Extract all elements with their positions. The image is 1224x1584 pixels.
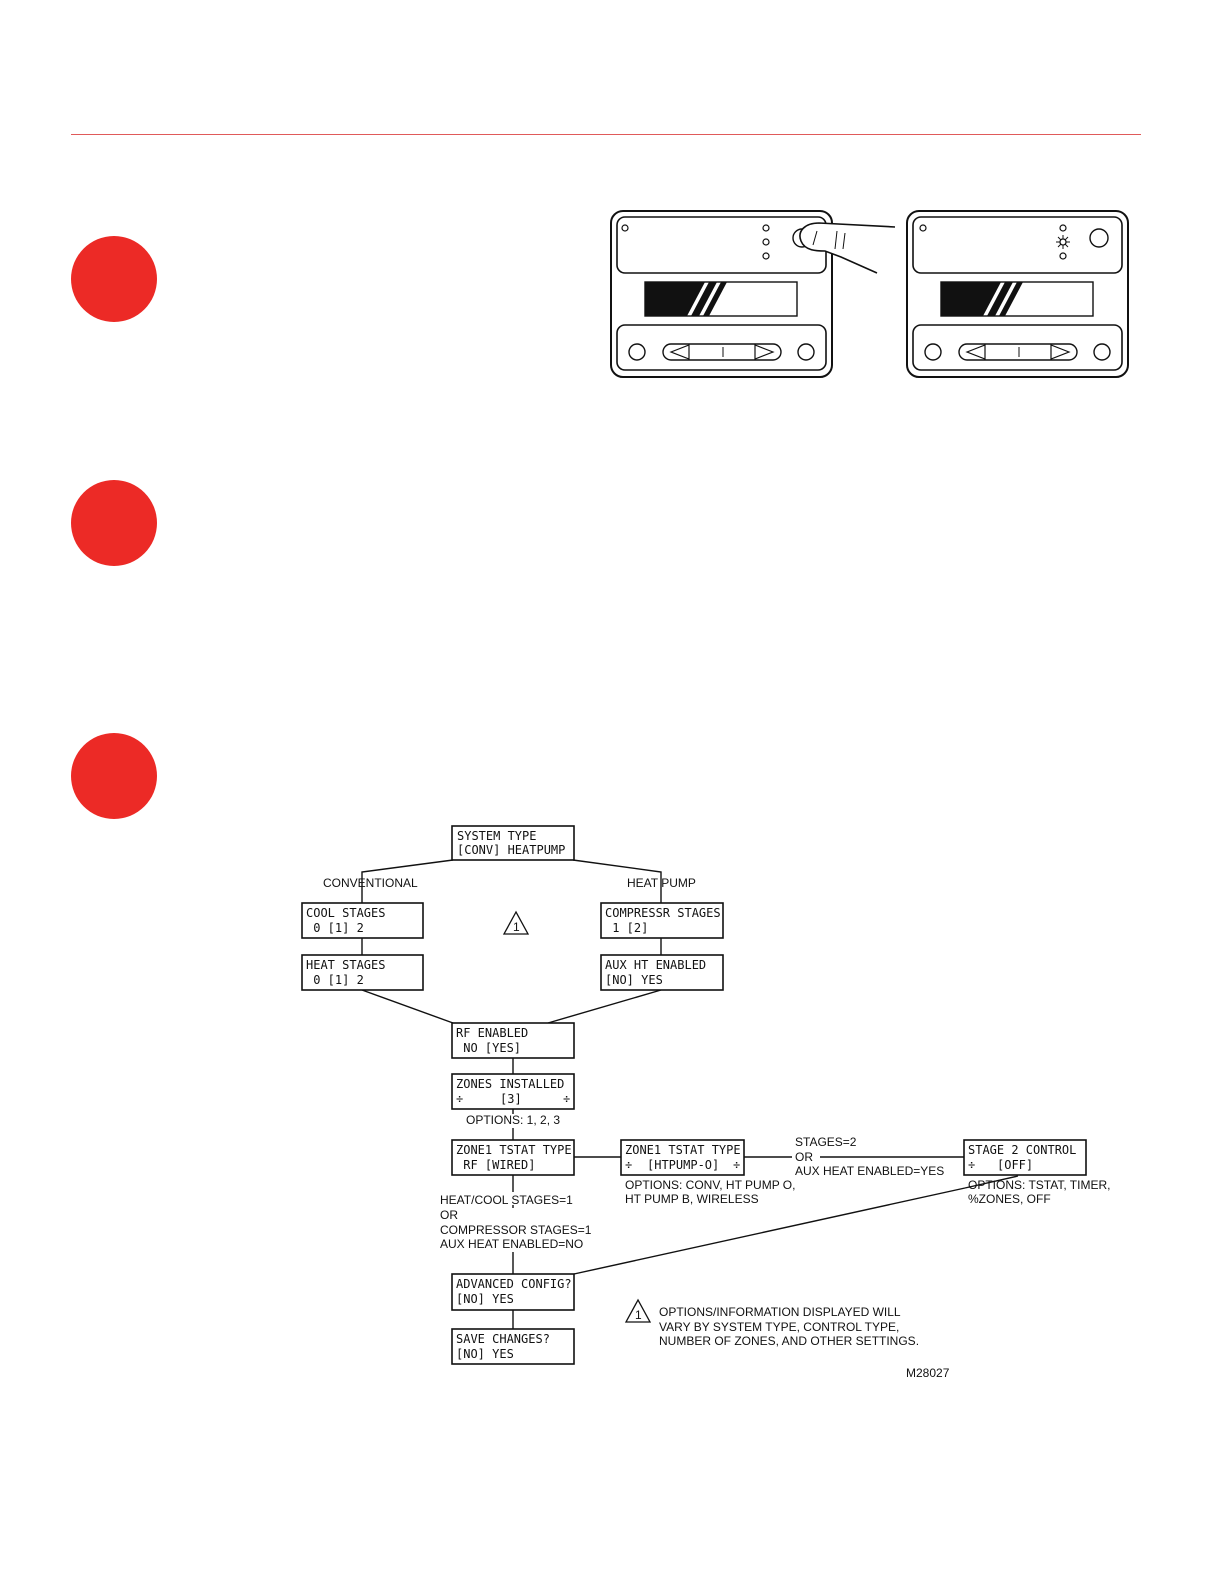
led-lit-icon bbox=[1056, 235, 1070, 249]
aux-ht-enabled-value: [NO] YES bbox=[605, 973, 663, 987]
rf-enabled-box: RF ENABLED NO [YES] bbox=[451, 1022, 575, 1059]
device-right-button bbox=[1089, 228, 1109, 248]
zone1-tstat-type-hp-title: ZONE1 TSTAT TYPE bbox=[625, 1143, 741, 1157]
zones-installed-title: ZONES INSTALLED bbox=[456, 1077, 564, 1091]
advanced-config-box: ADVANCED CONFIG? [NO] YES bbox=[451, 1273, 575, 1311]
svg-text:1: 1 bbox=[635, 1308, 642, 1322]
step-1-marker bbox=[71, 236, 157, 322]
zone1-tstat-type-hp-box: ZONE1 TSTAT TYPE ÷ [HTPUMP-O] ÷ bbox=[620, 1139, 745, 1176]
step-2-marker bbox=[71, 480, 157, 566]
figure-code: M28027 bbox=[906, 1366, 950, 1380]
zones-installed-box: ZONES INSTALLED ÷ [3] ÷ bbox=[451, 1073, 575, 1110]
step-3-marker bbox=[71, 733, 157, 819]
save-changes-value: [NO] YES bbox=[456, 1347, 514, 1361]
heat-stages-title: HEAT STAGES bbox=[306, 958, 385, 972]
compressor-stages-title: COMPRESSR STAGES bbox=[605, 906, 721, 920]
system-type-value: [CONV] HEATPUMP bbox=[457, 843, 565, 857]
footnote-line1: OPTIONS/INFORMATION DISPLAYED WILL bbox=[659, 1305, 901, 1319]
zone1-tstat-type-rf-title: ZONE1 TSTAT TYPE bbox=[456, 1143, 572, 1157]
zone1-decrease-icon: ÷ bbox=[625, 1158, 632, 1172]
device-right bbox=[906, 210, 1129, 378]
finger-icon bbox=[799, 222, 896, 274]
connector-lines bbox=[361, 859, 1019, 1329]
save-changes-box: SAVE CHANGES? [NO] YES bbox=[451, 1328, 575, 1365]
heat-stages-value: 0 [1] 2 bbox=[306, 973, 364, 987]
rf-enabled-value: NO [YES] bbox=[456, 1041, 521, 1055]
heatcool-condition-line4: AUX HEAT ENABLED=NO bbox=[440, 1237, 583, 1251]
save-changes-title: SAVE CHANGES? bbox=[456, 1332, 550, 1346]
heat-stages-box: HEAT STAGES 0 [1] 2 bbox=[301, 954, 424, 991]
cool-stages-title: COOL STAGES bbox=[306, 906, 385, 920]
compressor-stages-value: 1 [2] bbox=[605, 921, 648, 935]
heat-pump-label: HEAT PUMP bbox=[627, 876, 696, 890]
stage2-control-value: [OFF] bbox=[997, 1158, 1033, 1172]
cool-stages-box: COOL STAGES 0 [1] 2 bbox=[301, 902, 424, 939]
cool-stages-value: 0 [1] 2 bbox=[306, 921, 364, 935]
footnote-line2: VARY BY SYSTEM TYPE, CONTROL TYPE, bbox=[659, 1320, 899, 1334]
note-warning-icon: 1 bbox=[502, 910, 530, 935]
zones-options-label: OPTIONS: 1, 2, 3 bbox=[466, 1113, 560, 1127]
stage2-control-box: STAGE 2 CONTROL ÷ [OFF] bbox=[963, 1139, 1087, 1176]
stage2-decrease-icon: ÷ bbox=[968, 1158, 975, 1172]
stage2-control-title: STAGE 2 CONTROL bbox=[968, 1143, 1076, 1157]
zone1-tstat-type-rf-box: ZONE1 TSTAT TYPE RF [WIRED] bbox=[451, 1139, 575, 1176]
heatcool-condition-line2: OR bbox=[440, 1208, 458, 1222]
footnote-warning-icon: 1 bbox=[624, 1298, 652, 1323]
stage2-options-line2: %ZONES, OFF bbox=[968, 1192, 1051, 1206]
system-type-box: SYSTEM TYPE [CONV] HEATPUMP bbox=[451, 825, 575, 861]
conventional-label: CONVENTIONAL bbox=[323, 876, 418, 890]
system-type-title: SYSTEM TYPE bbox=[457, 829, 536, 843]
aux-ht-enabled-title: AUX HT ENABLED bbox=[605, 958, 706, 972]
header-rule bbox=[71, 134, 1141, 135]
aux-ht-enabled-box: AUX HT ENABLED [NO] YES bbox=[600, 954, 724, 991]
compressor-stages-box: COMPRESSR STAGES 1 [2] bbox=[600, 902, 724, 939]
stages-condition-line3: AUX HEAT ENABLED=YES bbox=[795, 1164, 944, 1178]
svg-text:1: 1 bbox=[513, 920, 520, 934]
zone1-tstat-type-hp-value: [HTPUMP-O] bbox=[647, 1158, 719, 1172]
stages-condition-line2: OR bbox=[795, 1150, 813, 1164]
rf-enabled-title: RF ENABLED bbox=[456, 1026, 528, 1040]
zone1-increase-icon: ÷ bbox=[733, 1158, 740, 1172]
stage2-options-line1: OPTIONS: TSTAT, TIMER, bbox=[968, 1178, 1110, 1192]
zone1-options-line2: HT PUMP B, WIRELESS bbox=[625, 1192, 759, 1206]
zone1-tstat-type-rf-value: RF [WIRED] bbox=[456, 1158, 535, 1172]
zone1-options-line1: OPTIONS: CONV, HT PUMP O, bbox=[625, 1178, 795, 1192]
device-left bbox=[610, 210, 896, 378]
zones-increase-icon: ÷ bbox=[563, 1092, 570, 1106]
device-illustration bbox=[610, 210, 1129, 378]
zones-decrease-icon: ÷ bbox=[456, 1092, 463, 1106]
advanced-config-title: ADVANCED CONFIG? bbox=[456, 1277, 572, 1291]
advanced-config-value: [NO] YES bbox=[456, 1292, 514, 1306]
heatcool-condition-line1: HEAT/COOL STAGES=1 bbox=[440, 1193, 573, 1207]
footnote-line3: NUMBER OF ZONES, AND OTHER SETTINGS. bbox=[659, 1334, 919, 1348]
heatcool-condition-line3: COMPRESSOR STAGES=1 bbox=[440, 1223, 592, 1237]
zones-installed-value: [3] bbox=[500, 1092, 522, 1106]
stages-condition-line1: STAGES=2 bbox=[795, 1135, 857, 1149]
